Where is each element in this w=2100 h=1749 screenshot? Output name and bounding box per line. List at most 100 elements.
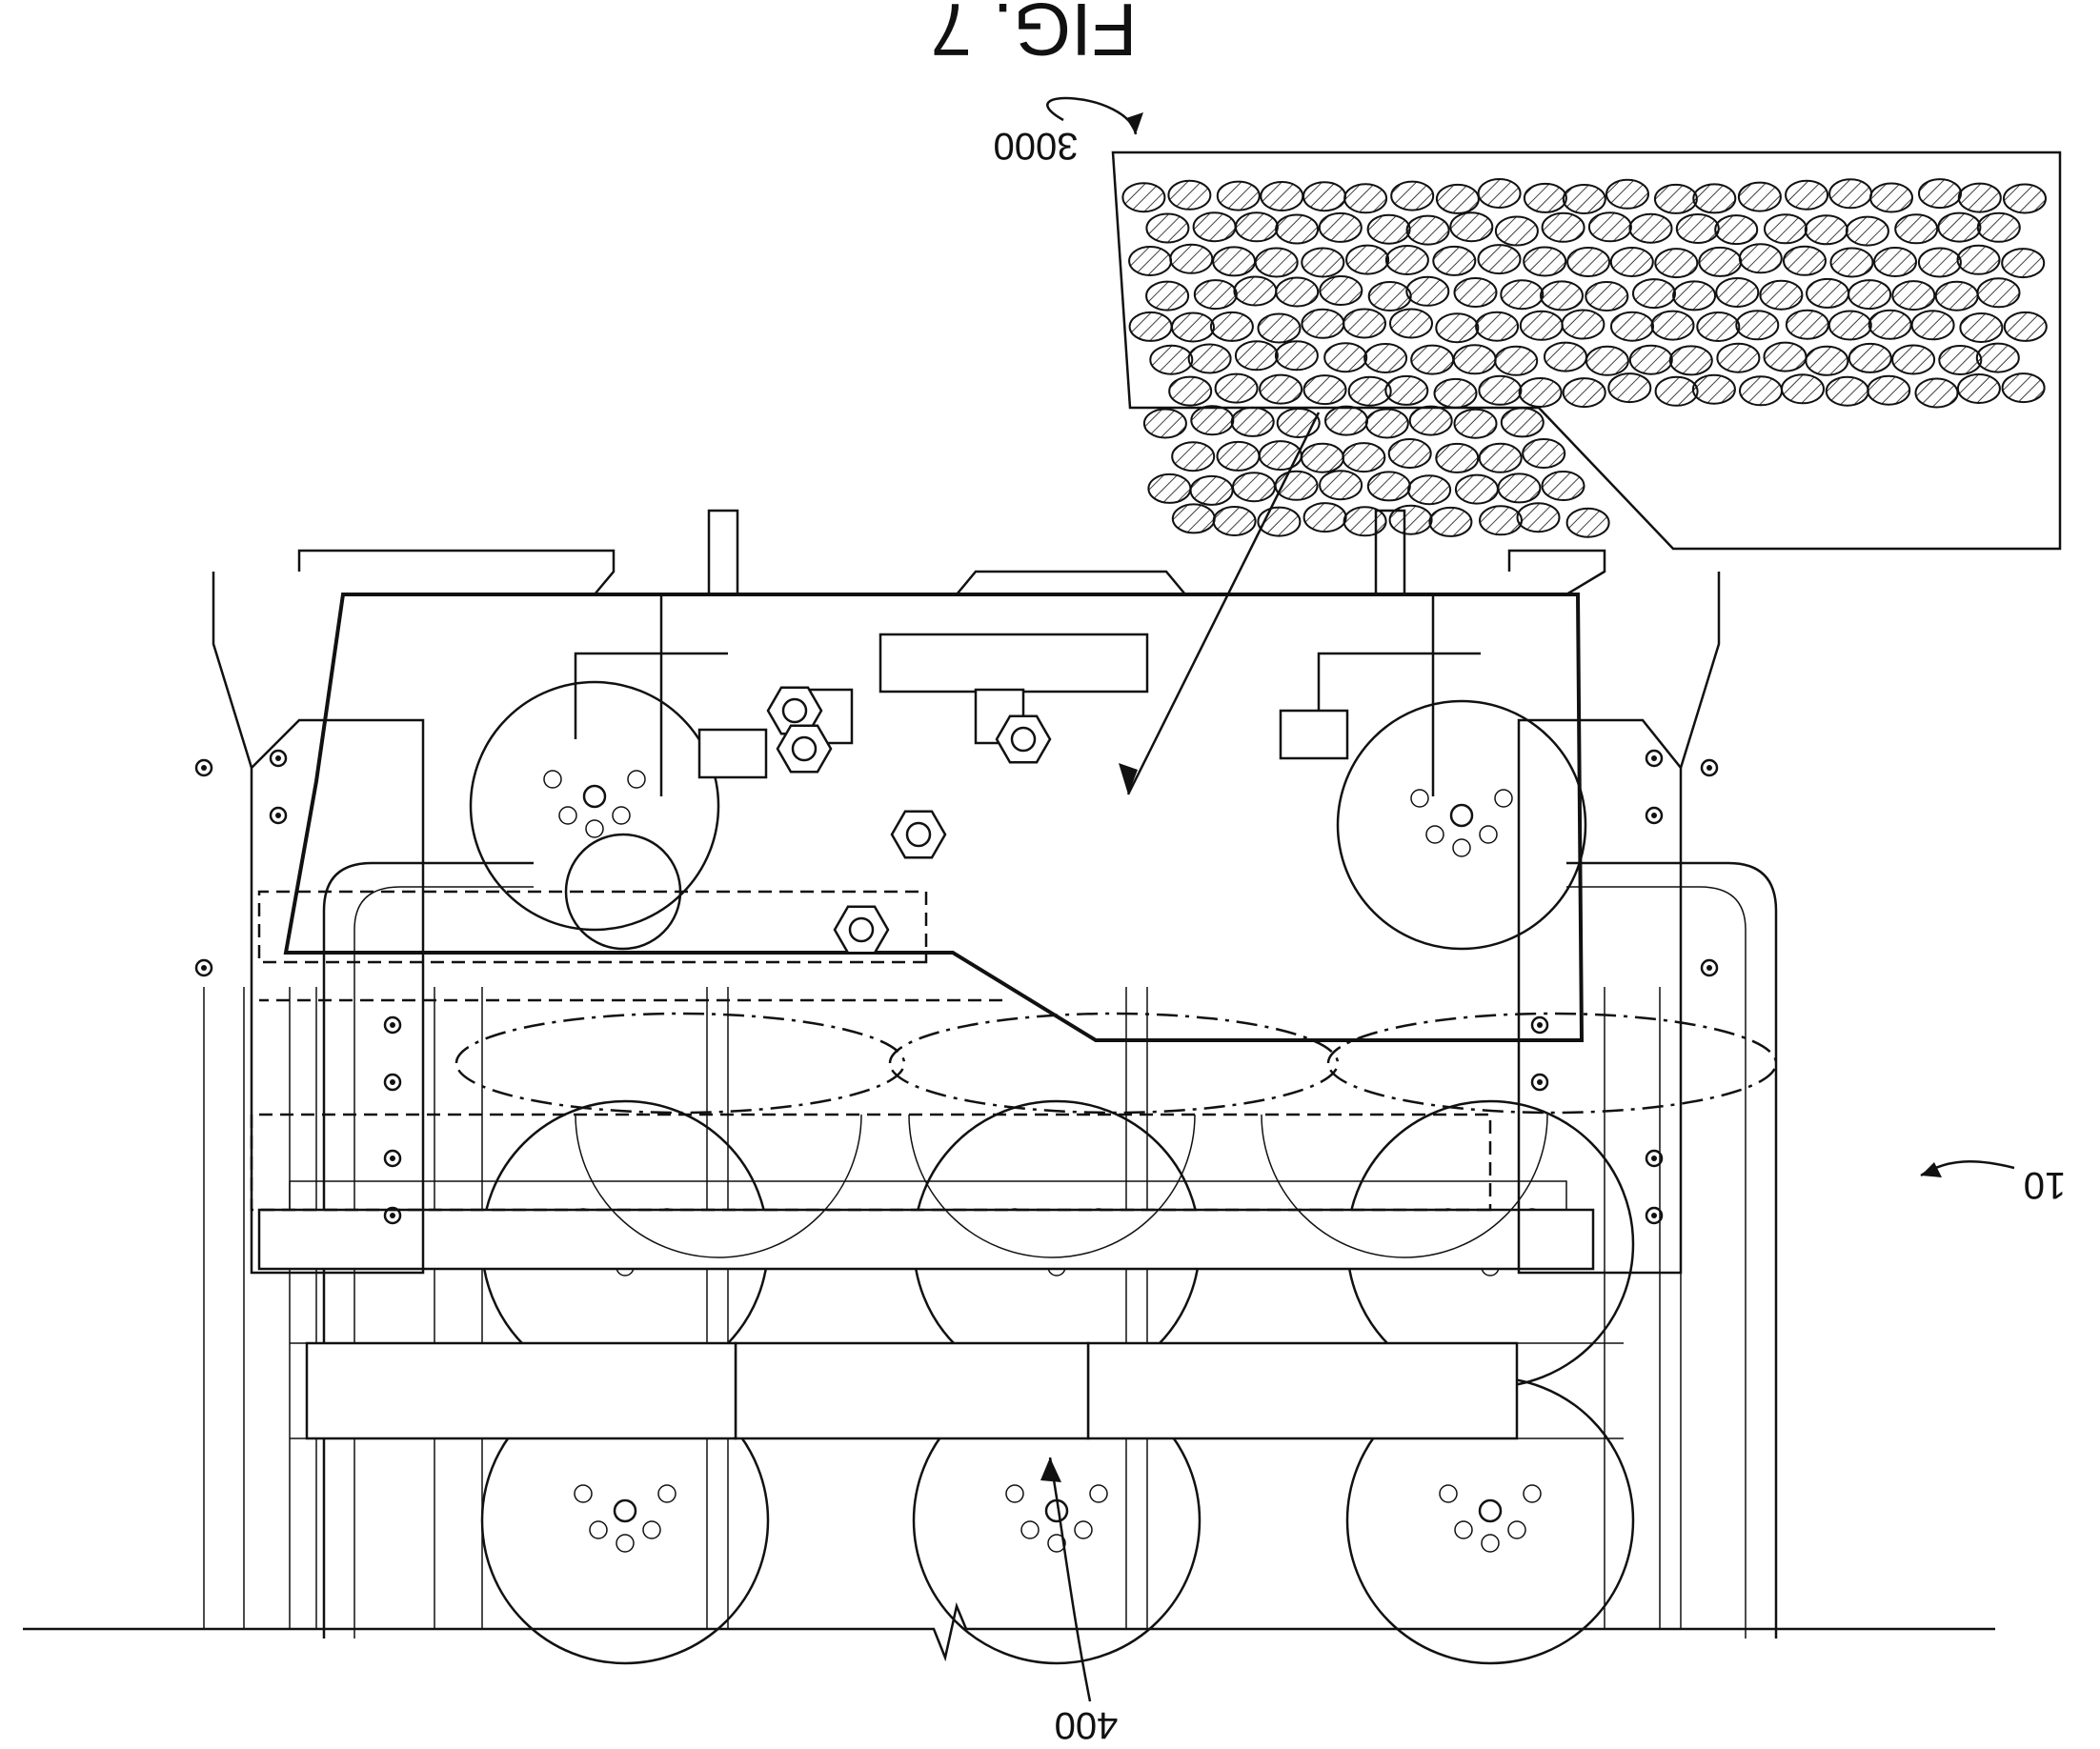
inset-ellipse: [1212, 506, 1257, 536]
inset-ellipse: [1389, 308, 1433, 339]
inset-ellipse: [1145, 212, 1190, 244]
inset-ellipse: [1867, 374, 1911, 406]
inset-ellipse: [1343, 183, 1388, 214]
inset-ellipse: [1384, 374, 1429, 406]
hub-bolt: [657, 1484, 676, 1503]
inset-ellipse: [1918, 178, 1962, 210]
inset-ellipse: [1408, 405, 1453, 436]
bracket-bolt-center: [1537, 1022, 1543, 1028]
hub-bolt: [1089, 1484, 1108, 1503]
inset-ellipse: [1216, 440, 1261, 472]
inset-ellipse: [1785, 309, 1829, 340]
inset-ellipse: [1301, 442, 1344, 473]
inset-ellipse: [1275, 276, 1320, 308]
phantom-rollers: [250, 1012, 1778, 1258]
inset-ellipse: [1869, 182, 1913, 213]
inset-ellipse: [1453, 277, 1498, 308]
inset-ellipse: [1364, 408, 1409, 439]
inset-ellipse: [1848, 342, 1892, 373]
inset-ellipse: [1783, 245, 1827, 276]
bracket-bolt-center: [201, 965, 207, 971]
inset-ellipse: [1917, 247, 1962, 278]
inset-leader: [1126, 412, 1321, 795]
bracket-bolt-center: [201, 765, 207, 771]
hub-bolt: [1020, 1520, 1040, 1539]
inset-ellipse: [1715, 277, 1760, 308]
inset-ellipse: [1500, 407, 1545, 438]
bracket-bolt-center: [1537, 1079, 1543, 1085]
inset-ellipse: [1432, 245, 1477, 276]
hub-bolt: [585, 819, 604, 838]
inset-ellipse: [1959, 312, 2004, 343]
inset-ellipse: [1149, 344, 1194, 375]
bracket-bolt-center: [390, 1213, 395, 1218]
inset-ellipse: [1735, 310, 1780, 341]
inset-ellipse: [1565, 507, 1610, 538]
inset-ellipse: [1212, 246, 1257, 277]
inset-ellipse: [1698, 246, 1743, 277]
bracket-bolt-center: [390, 1156, 395, 1161]
hub-bolt: [616, 1534, 635, 1553]
inset-ellipse: [1479, 505, 1523, 536]
inset-ellipse: [1764, 213, 1807, 245]
bracket-bolt: [1645, 1149, 1664, 1168]
inset-ellipse: [1632, 278, 1676, 310]
inset-ellipse: [1544, 341, 1587, 372]
hex-nut: [890, 810, 947, 859]
inset-ellipse: [1407, 474, 1452, 506]
inset-ellipse: [1477, 244, 1522, 275]
inset-ellipse: [1914, 377, 1959, 409]
bracket-bolt: [383, 1149, 402, 1168]
inset-ellipse: [1975, 342, 2020, 373]
inset-ellipse: [1494, 345, 1539, 376]
label-device: 10: [2024, 1164, 2067, 1206]
inset-ellipse: [1171, 503, 1216, 534]
inset-ellipse: [1319, 470, 1363, 501]
inset-ellipse: [1696, 312, 1741, 342]
inset-ellipse: [1938, 345, 1983, 375]
inset-ellipse: [1478, 374, 1523, 406]
inset-ellipse: [1891, 280, 1936, 312]
bracket-bolt: [1645, 1206, 1664, 1225]
inset-ellipse: [1216, 180, 1261, 211]
blocks-row: [290, 1341, 1624, 1440]
inset-ellipse: [1121, 182, 1166, 213]
bracket-bolt: [269, 806, 288, 825]
bracket-bolt: [383, 1206, 402, 1225]
bracket-bolt-center: [275, 813, 281, 818]
hub-bolt: [1047, 1534, 1066, 1553]
hub-bolt: [1481, 1534, 1500, 1553]
inset-ellipse: [1477, 178, 1522, 209]
inset-ellipse: [1956, 373, 2001, 404]
inset-ellipse: [1232, 472, 1276, 503]
inset-ellipse: [1302, 374, 1347, 406]
inset-ellipse: [1145, 280, 1190, 312]
inset-ellipse: [1388, 504, 1433, 535]
hub-bolt: [627, 770, 646, 789]
inset-ellipse: [1540, 280, 1584, 312]
inset-ellipse: [1428, 506, 1473, 537]
hub-bolt: [1074, 1520, 1093, 1539]
inset-ellipse: [1435, 442, 1480, 473]
inset-ellipse: [1541, 471, 1585, 501]
bracket-bolt-center: [390, 1022, 395, 1028]
bracket-bolt: [383, 1073, 402, 1092]
inset-ellipse: [1452, 344, 1497, 375]
bracket-bolt-center: [1651, 755, 1657, 761]
inset-ellipse: [1405, 275, 1450, 307]
inset-ellipse: [1234, 211, 1279, 243]
inset-ellipse: [1478, 442, 1523, 473]
hex-nut: [766, 686, 823, 735]
inset-ellipse: [1500, 279, 1545, 311]
upper-housing: [257, 509, 1606, 1042]
inset-ellipse: [2003, 311, 2048, 342]
inset-ellipse: [1781, 373, 1825, 405]
hub-bolt: [543, 770, 562, 789]
inset-ellipse: [1610, 311, 1654, 342]
inset-ellipse: [1171, 312, 1215, 343]
hub-bolt: [1507, 1520, 1526, 1539]
inset-ellipse: [1523, 246, 1567, 277]
inset-ellipse: [1785, 179, 1829, 211]
inset-ellipse: [1805, 345, 1849, 376]
